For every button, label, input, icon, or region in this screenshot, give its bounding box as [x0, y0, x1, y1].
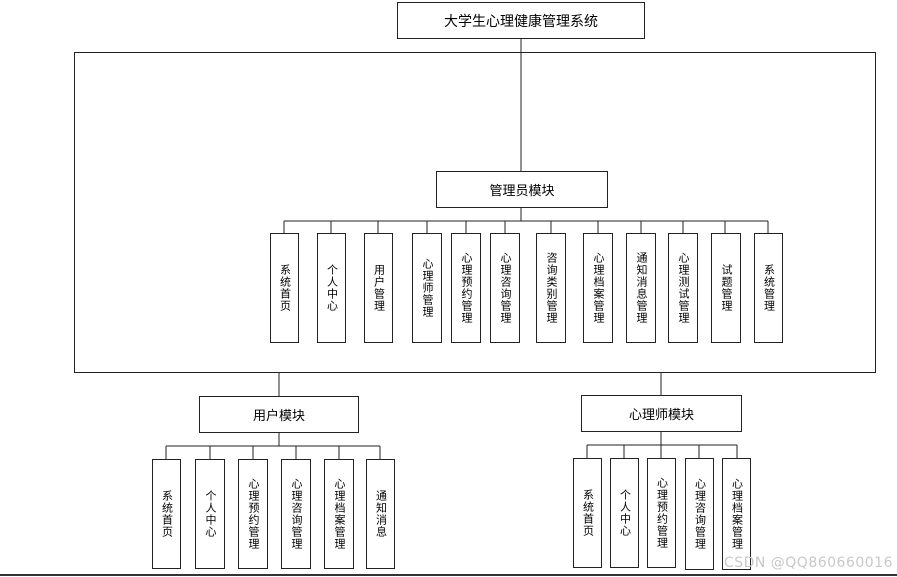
- user-module-box: 用户模块: [199, 396, 359, 433]
- admin-item-system-mgmt: 系统管理: [754, 233, 783, 343]
- counselor-item-consult-mgmt: 心理咨询管理: [685, 458, 714, 570]
- admin-item-appointment-mgmt: 心理预约管理: [451, 233, 481, 343]
- item-label: 心理咨询管理: [693, 478, 707, 550]
- item-label: 心理档案管理: [592, 252, 605, 324]
- item-label: 通知消息管理: [635, 252, 648, 324]
- user-item-profile: 个人中心: [195, 459, 225, 569]
- item-label: 心理预约管理: [655, 477, 669, 549]
- admin-item-test-mgmt: 心理测试管理: [668, 233, 698, 343]
- item-label: 心理咨询管理: [290, 478, 303, 550]
- item-label: 咨询类别管理: [545, 252, 558, 324]
- user-item-archive-mgmt: 心理档案管理: [324, 459, 354, 569]
- admin-item-user-mgmt: 用户管理: [364, 233, 393, 343]
- counselor-item-appointment-mgmt: 心理预约管理: [647, 458, 676, 568]
- item-label: 个人中心: [618, 489, 632, 537]
- admin-item-home: 系统首页: [270, 233, 299, 343]
- user-module-label: 用户模块: [252, 409, 305, 424]
- item-label: 心理预约管理: [460, 252, 473, 324]
- admin-item-archive-mgmt: 心理档案管理: [583, 233, 613, 343]
- item-label: 系统首页: [160, 490, 174, 538]
- item-label: 试题管理: [720, 264, 733, 312]
- counselor-item-profile: 个人中心: [610, 458, 639, 568]
- item-label: 用户管理: [372, 264, 386, 312]
- system-title-box: 大学生心理健康管理系统: [397, 2, 645, 39]
- counselor-item-home: 系统首页: [573, 458, 602, 568]
- item-label: 系统管理: [762, 264, 776, 312]
- item-label: 心理师管理: [421, 258, 434, 318]
- bottom-rule: [0, 574, 897, 576]
- item-label: 通知消息: [374, 490, 388, 538]
- admin-item-notice-mgmt: 通知消息管理: [626, 233, 656, 343]
- item-label: 心理预约管理: [247, 478, 260, 550]
- item-label: 系统首页: [278, 264, 292, 312]
- item-label: 心理档案管理: [333, 478, 346, 550]
- item-label: 心理档案管理: [730, 478, 744, 550]
- user-item-home: 系统首页: [152, 459, 181, 569]
- system-title: 大学生心理健康管理系统: [444, 13, 598, 30]
- watermark: CSDN @QQ860660016: [723, 555, 893, 571]
- counselor-module-label: 心理师模块: [628, 408, 694, 423]
- admin-item-question-mgmt: 试题管理: [711, 233, 741, 343]
- user-item-appointment-mgmt: 心理预约管理: [238, 459, 268, 569]
- admin-item-profile: 个人中心: [317, 233, 346, 343]
- item-label: 个人中心: [325, 264, 339, 312]
- user-item-notices: 通知消息: [366, 459, 395, 569]
- item-label: 系统首页: [581, 489, 595, 537]
- admin-item-category-mgmt: 咨询类别管理: [536, 233, 566, 343]
- admin-item-consult-mgmt: 心理咨询管理: [490, 233, 520, 343]
- user-item-consult-mgmt: 心理咨询管理: [281, 459, 311, 569]
- admin-item-counselor-mgmt: 心理师管理: [412, 233, 442, 343]
- counselor-module-box: 心理师模块: [581, 395, 742, 432]
- admin-module-box: 管理员模块: [436, 171, 608, 208]
- item-label: 个人中心: [204, 490, 217, 538]
- admin-module-label: 管理员模块: [489, 184, 555, 199]
- counselor-item-archive-mgmt: 心理档案管理: [722, 458, 751, 570]
- item-label: 心理测试管理: [677, 252, 690, 324]
- item-label: 心理咨询管理: [499, 252, 512, 324]
